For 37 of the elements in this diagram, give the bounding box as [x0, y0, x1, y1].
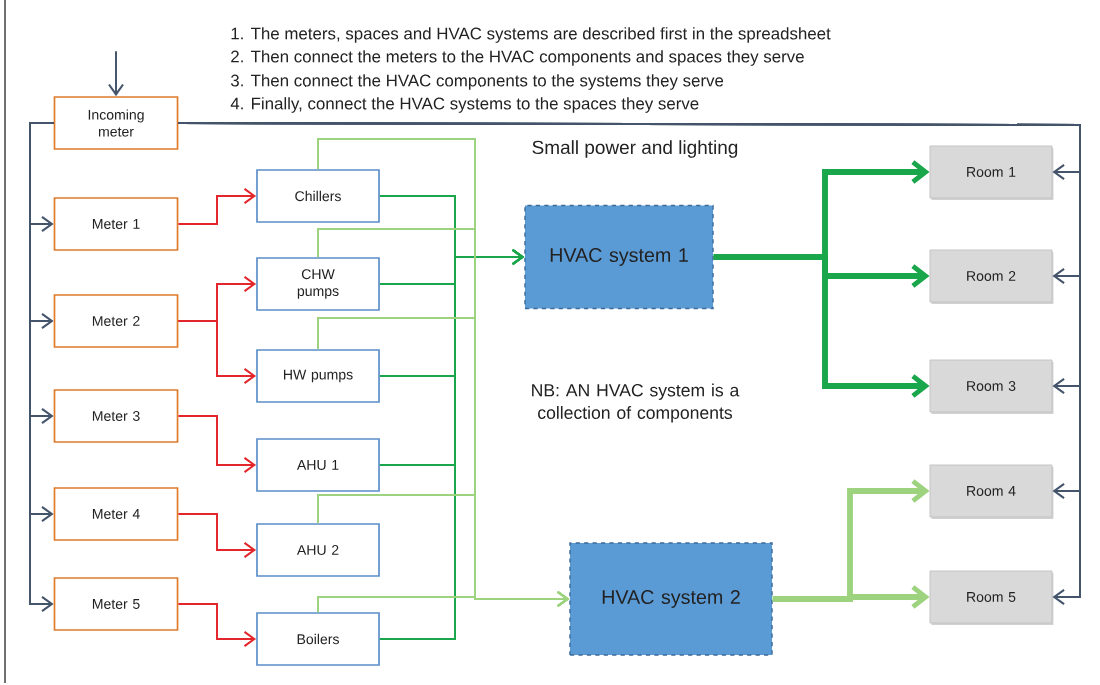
hvac-system-box: HVAC system 1 [524, 204, 714, 310]
room-box: Room 3 [929, 359, 1054, 415]
instruction-text: 1. The meters, spaces and HVAC systems are described first in the spreadsheet [231, 27, 831, 43]
arrow [177, 415, 257, 473]
arrow [317, 591, 570, 614]
instruction-text: 3. Then connect the HVAC components to the systems they serve [230, 74, 724, 90]
meter-box: Meter 3 [53, 389, 179, 443]
arrow [177, 513, 257, 558]
component-box: AHU 1 [256, 438, 380, 492]
arrow [772, 585, 930, 609]
instruction-text: 4. Finally, connect the HVAC systems to the spaces they serve [230, 97, 699, 113]
arrow [713, 254, 930, 398]
room-box: Room 4 [929, 464, 1054, 520]
component-box: Boilers [256, 612, 380, 666]
note-text: NB: AN HVAC system is a collection of components [532, 383, 740, 423]
component-box: HW pumps [256, 349, 380, 403]
component-box: AHU 2 [256, 523, 380, 577]
room-box: Room 1 [929, 145, 1054, 201]
note-text: Small power and lighting [532, 140, 738, 158]
instruction-text: 2. Then connect the meters to the HVAC components and spaces they serve [231, 50, 804, 66]
arrow [378, 249, 525, 640]
arrow [177, 603, 257, 647]
meter-box: Meter 2 [53, 294, 179, 348]
hvac-system-box: HVAC system 2 [569, 542, 773, 656]
meter-box: Meter 5 [53, 577, 179, 631]
arrow [177, 122, 1081, 605]
arrow [108, 50, 124, 97]
room-box: Room 2 [929, 249, 1054, 305]
arrow [29, 122, 55, 612]
meter-box: Meter 1 [53, 197, 179, 251]
arrow [177, 188, 257, 225]
component-box: CHW pumps [256, 257, 380, 311]
meter-box: Incoming meter [53, 96, 179, 150]
room-box: Room 5 [929, 570, 1054, 626]
arrow [177, 320, 257, 384]
meter-box: Meter 4 [53, 487, 179, 541]
component-box: Chillers [256, 169, 380, 223]
